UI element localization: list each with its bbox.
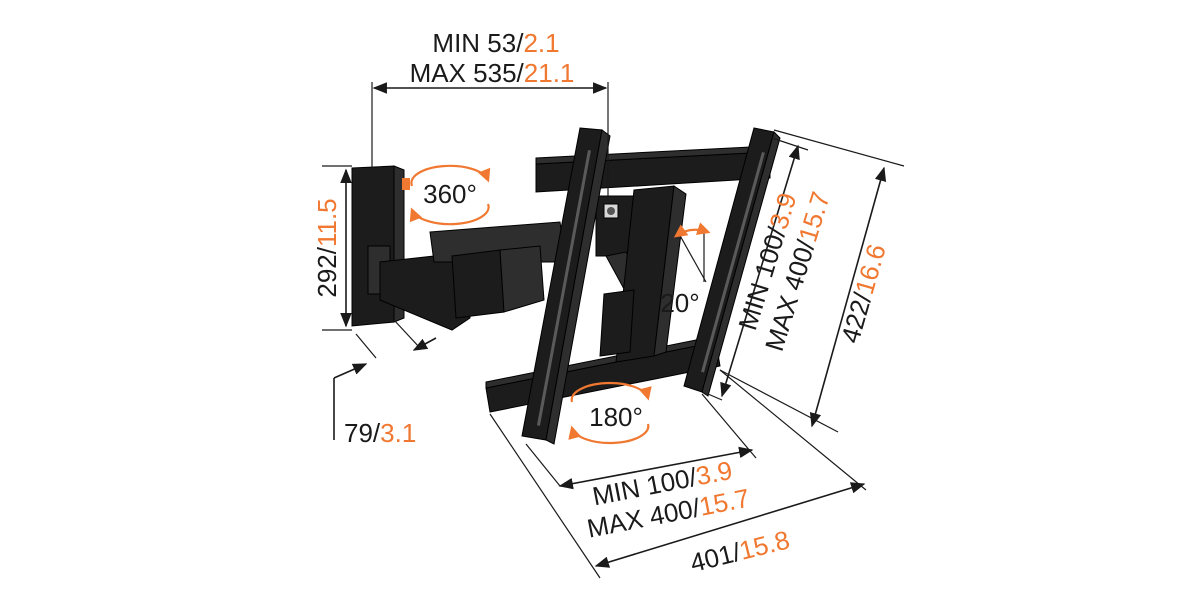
swing-arm: [379, 195, 653, 331]
left-vertical-rail: [521, 127, 611, 445]
depth-label: 79/3.1: [344, 418, 416, 448]
tilt-20-icon: [673, 222, 711, 283]
arm-extension-min-label: MIN 53/2.1: [432, 28, 559, 58]
plate-height-label: 422/16.6: [835, 241, 892, 347]
rotate-label: 180°: [589, 402, 643, 432]
wall-plate-height-label: 292/11.5: [312, 198, 342, 297]
swivel-label: 360°: [423, 179, 477, 209]
swivel-360-icon: [402, 164, 491, 226]
arm-extension-max-label: MAX 535/21.1: [410, 58, 575, 88]
rotate-180-icon: [568, 381, 652, 445]
tilt-label: 20°: [660, 288, 699, 318]
